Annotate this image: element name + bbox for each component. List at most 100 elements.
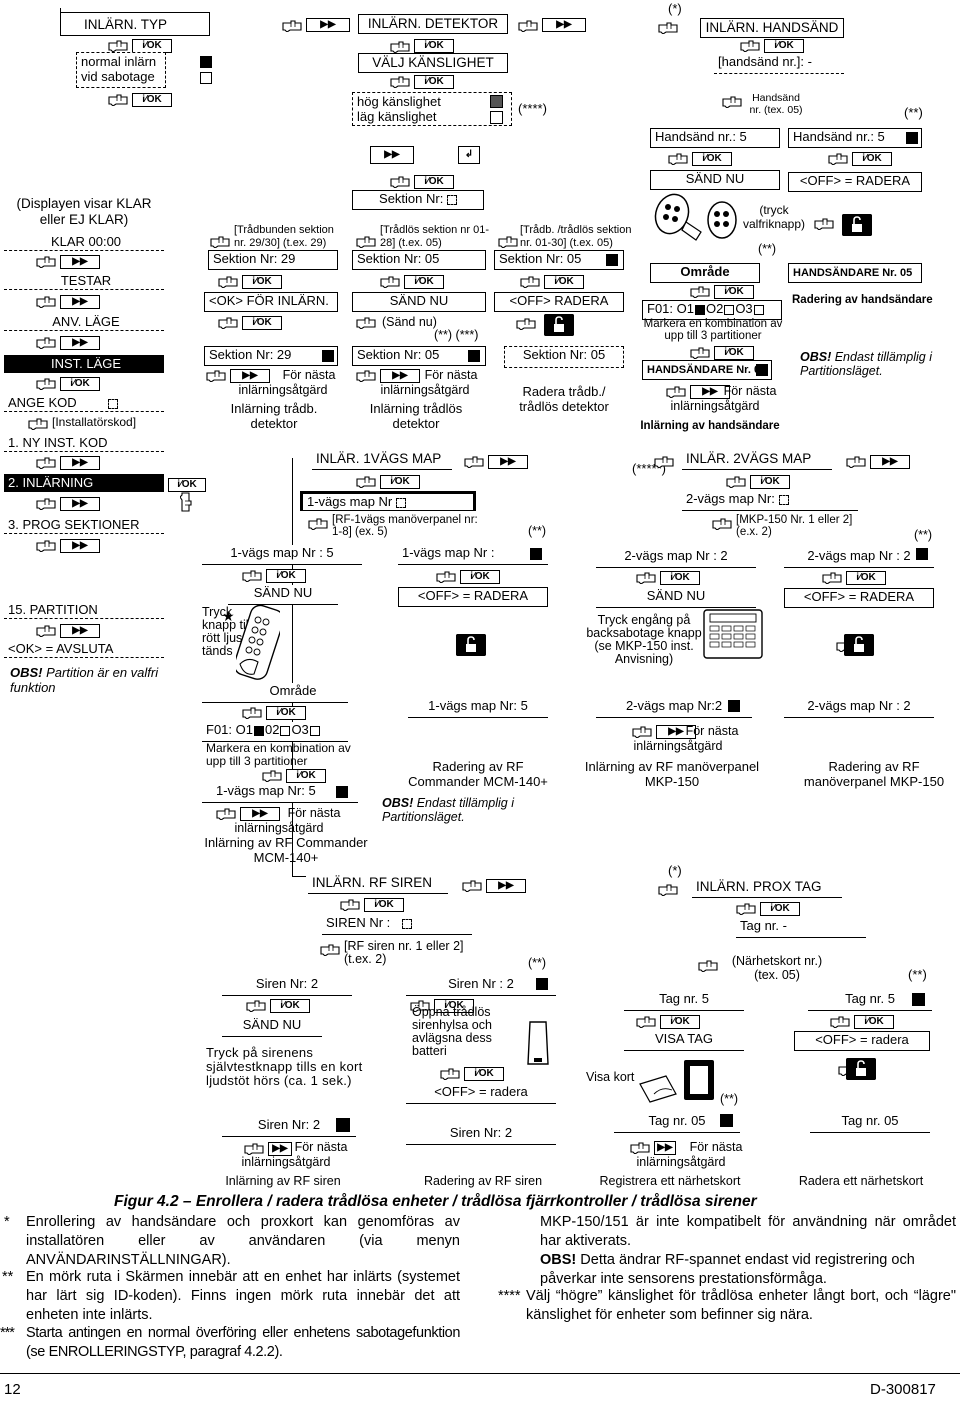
ok-for-inlarn: <OK> FÖR INLÄRN. <box>204 292 338 312</box>
ok-key[interactable]: i⁄OK <box>132 93 172 107</box>
next-key[interactable]: ▶▶ <box>542 18 586 32</box>
next-key[interactable]: ▶▶ <box>654 1141 676 1155</box>
wireless-next-label: För nästa inlärningsåtgärd <box>380 368 478 397</box>
unlock-icon[interactable] <box>844 634 874 656</box>
ok-key[interactable]: i⁄OK <box>750 475 790 489</box>
next-key[interactable]: ▶▶ <box>690 385 730 399</box>
next-key[interactable]: ▶▶ <box>60 336 100 350</box>
next-key[interactable]: ▶▶ <box>486 879 526 893</box>
ok-key[interactable]: i⁄OK <box>660 571 700 585</box>
note-1star: (*) <box>668 1 682 16</box>
map1-tryck: Tryck knapp tills rött ljus tänds <box>202 605 258 658</box>
next-key[interactable]: ▶▶ <box>60 539 100 553</box>
ok-key[interactable]: i⁄OK <box>692 152 732 166</box>
ok-key[interactable]: i⁄OK <box>132 39 172 53</box>
ok-key[interactable]: i⁄OK <box>270 999 310 1013</box>
enrolled-box <box>728 700 740 712</box>
map1-obs: OBS! Endast tillämplig i Partitionsläget… <box>382 796 532 825</box>
next-key[interactable]: ▶▶ <box>656 725 696 739</box>
ok-key[interactable]: i⁄OK <box>364 898 404 912</box>
footnote-2: En mörk ruta i Skärmen innebär att en en… <box>26 1269 460 1323</box>
ok-key[interactable]: i⁄OK <box>266 569 306 583</box>
next-key[interactable]: ▶▶ <box>60 456 100 470</box>
next-key[interactable]: ▶▶ <box>240 807 280 821</box>
hand-icon <box>246 1000 266 1012</box>
ok-key[interactable]: i⁄OK <box>414 75 454 89</box>
ok-key[interactable]: i⁄OK <box>242 316 282 330</box>
ok-key[interactable]: i⁄OK <box>404 275 444 289</box>
hand-icon <box>740 40 760 52</box>
unlock-icon[interactable] <box>842 214 872 236</box>
next-key[interactable]: ▶▶ <box>370 146 414 164</box>
ok-key[interactable]: i⁄OK <box>464 1067 504 1081</box>
ok-key[interactable]: i⁄OK <box>660 1015 700 1029</box>
unlock-icon[interactable] <box>544 314 574 336</box>
map1-prompt: 1-vägs map Nr <box>300 491 476 511</box>
next-key[interactable]: ▶▶ <box>60 497 100 511</box>
option-sabotage: vid sabotage <box>81 69 155 84</box>
prox-del-nr5: Tag nr. 5 <box>808 991 932 1011</box>
visa-kort: Visa kort <box>586 1070 635 1084</box>
map2-tryck: Tryck engång på backsabotage knapp (se M… <box>586 613 702 666</box>
ok-key[interactable]: i⁄OK <box>434 999 474 1013</box>
obs-text: Detta ändrar RF-spannet endast vid regis… <box>540 1252 915 1287</box>
siren-prompt-label: SIREN Nr : <box>326 915 391 930</box>
prox-visa-tag: VISA TAG <box>624 1031 744 1051</box>
prox-next-label: För nästa inlärningsåtgärd <box>636 1140 743 1169</box>
map2-title: INLÄR. 2VÄGS MAP <box>682 450 832 470</box>
hand-icon <box>218 276 238 288</box>
siren-nr2-done: Siren Nr: 2 <box>222 1117 356 1137</box>
unlock-icon[interactable] <box>456 634 486 656</box>
ok-key[interactable]: i⁄OK <box>168 478 206 492</box>
del-nr5-label: Handsänd nr.: 5 <box>793 129 885 144</box>
next-key[interactable]: ▶▶ <box>488 455 528 469</box>
ok-key[interactable]: i⁄OK <box>60 377 100 391</box>
next-key[interactable]: ▶▶ <box>230 369 270 383</box>
handsand-markera: Markera en kombination av upp till 3 par… <box>643 318 783 342</box>
next-key[interactable]: ▶▶ <box>380 369 420 383</box>
enrolled-box <box>336 1118 350 1132</box>
ok-key[interactable]: i⁄OK <box>414 39 454 53</box>
ok-key[interactable]: i⁄OK <box>414 175 454 189</box>
obs-label: OBS! <box>800 350 832 364</box>
map2-nr2-label: 2-vägs map Nr:2 <box>625 698 723 713</box>
hand-icon <box>390 41 410 53</box>
ok-key[interactable]: i⁄OK <box>714 346 754 360</box>
selected-box <box>200 56 212 68</box>
partition-box <box>253 725 264 736</box>
ok-key[interactable]: i⁄OK <box>854 1015 894 1029</box>
ok-key[interactable]: i⁄OK <box>764 39 804 53</box>
ok-key[interactable]: i⁄OK <box>242 275 282 289</box>
back-key[interactable]: ↲ <box>458 146 480 164</box>
ok-key[interactable]: i⁄OK <box>266 706 306 720</box>
menu-inlarning: 2. INLÄRNING <box>4 474 164 492</box>
ok-key[interactable]: i⁄OK <box>460 570 500 584</box>
map1-note: [RF-1vägs manöverpanel nr: 1-8] (ex. 5) <box>332 514 478 538</box>
empty-box <box>490 111 503 124</box>
next-key[interactable]: ▶▶ <box>60 624 100 638</box>
ok-key[interactable]: i⁄OK <box>380 475 420 489</box>
next-key[interactable]: ▶▶ <box>306 18 350 32</box>
next-key[interactable]: ▶▶ <box>870 455 910 469</box>
map1-markera: Markera en kombination av upp till 3 par… <box>206 741 351 768</box>
next-key[interactable]: ▶▶ <box>60 295 100 309</box>
ok-key[interactable]: i⁄OK <box>846 571 886 585</box>
hand-icon <box>436 571 456 583</box>
cursor-box <box>401 918 412 929</box>
display-note: (Displayen visar KLAR eller EJ KLAR) <box>16 196 152 227</box>
enrolled-box <box>912 993 925 1006</box>
ok-key[interactable]: i⁄OK <box>714 285 754 299</box>
obs-text: Partition är en valfri funktion <box>10 665 159 695</box>
ok-key[interactable]: i⁄OK <box>286 769 326 783</box>
figure-caption: Figur 4.2 – Enrollera / radera trådlösa … <box>114 1193 757 1210</box>
siren-tryck: Tryck på sirenens självtestknapp tills e… <box>206 1045 363 1088</box>
enrolled-box <box>536 978 548 990</box>
unlock-icon[interactable] <box>846 1058 876 1080</box>
del-sektion-05: Sektion Nr: 05 <box>494 250 624 270</box>
ok-key[interactable]: i⁄OK <box>852 152 892 166</box>
ok-key[interactable]: i⁄OK <box>544 275 584 289</box>
ok-key[interactable]: i⁄OK <box>760 902 800 916</box>
footnote-1: Enrollering av handsändare och proxkort … <box>26 1214 460 1268</box>
next-key[interactable]: ▶▶ <box>60 255 100 269</box>
next-key[interactable]: ▶▶ <box>268 1142 292 1156</box>
